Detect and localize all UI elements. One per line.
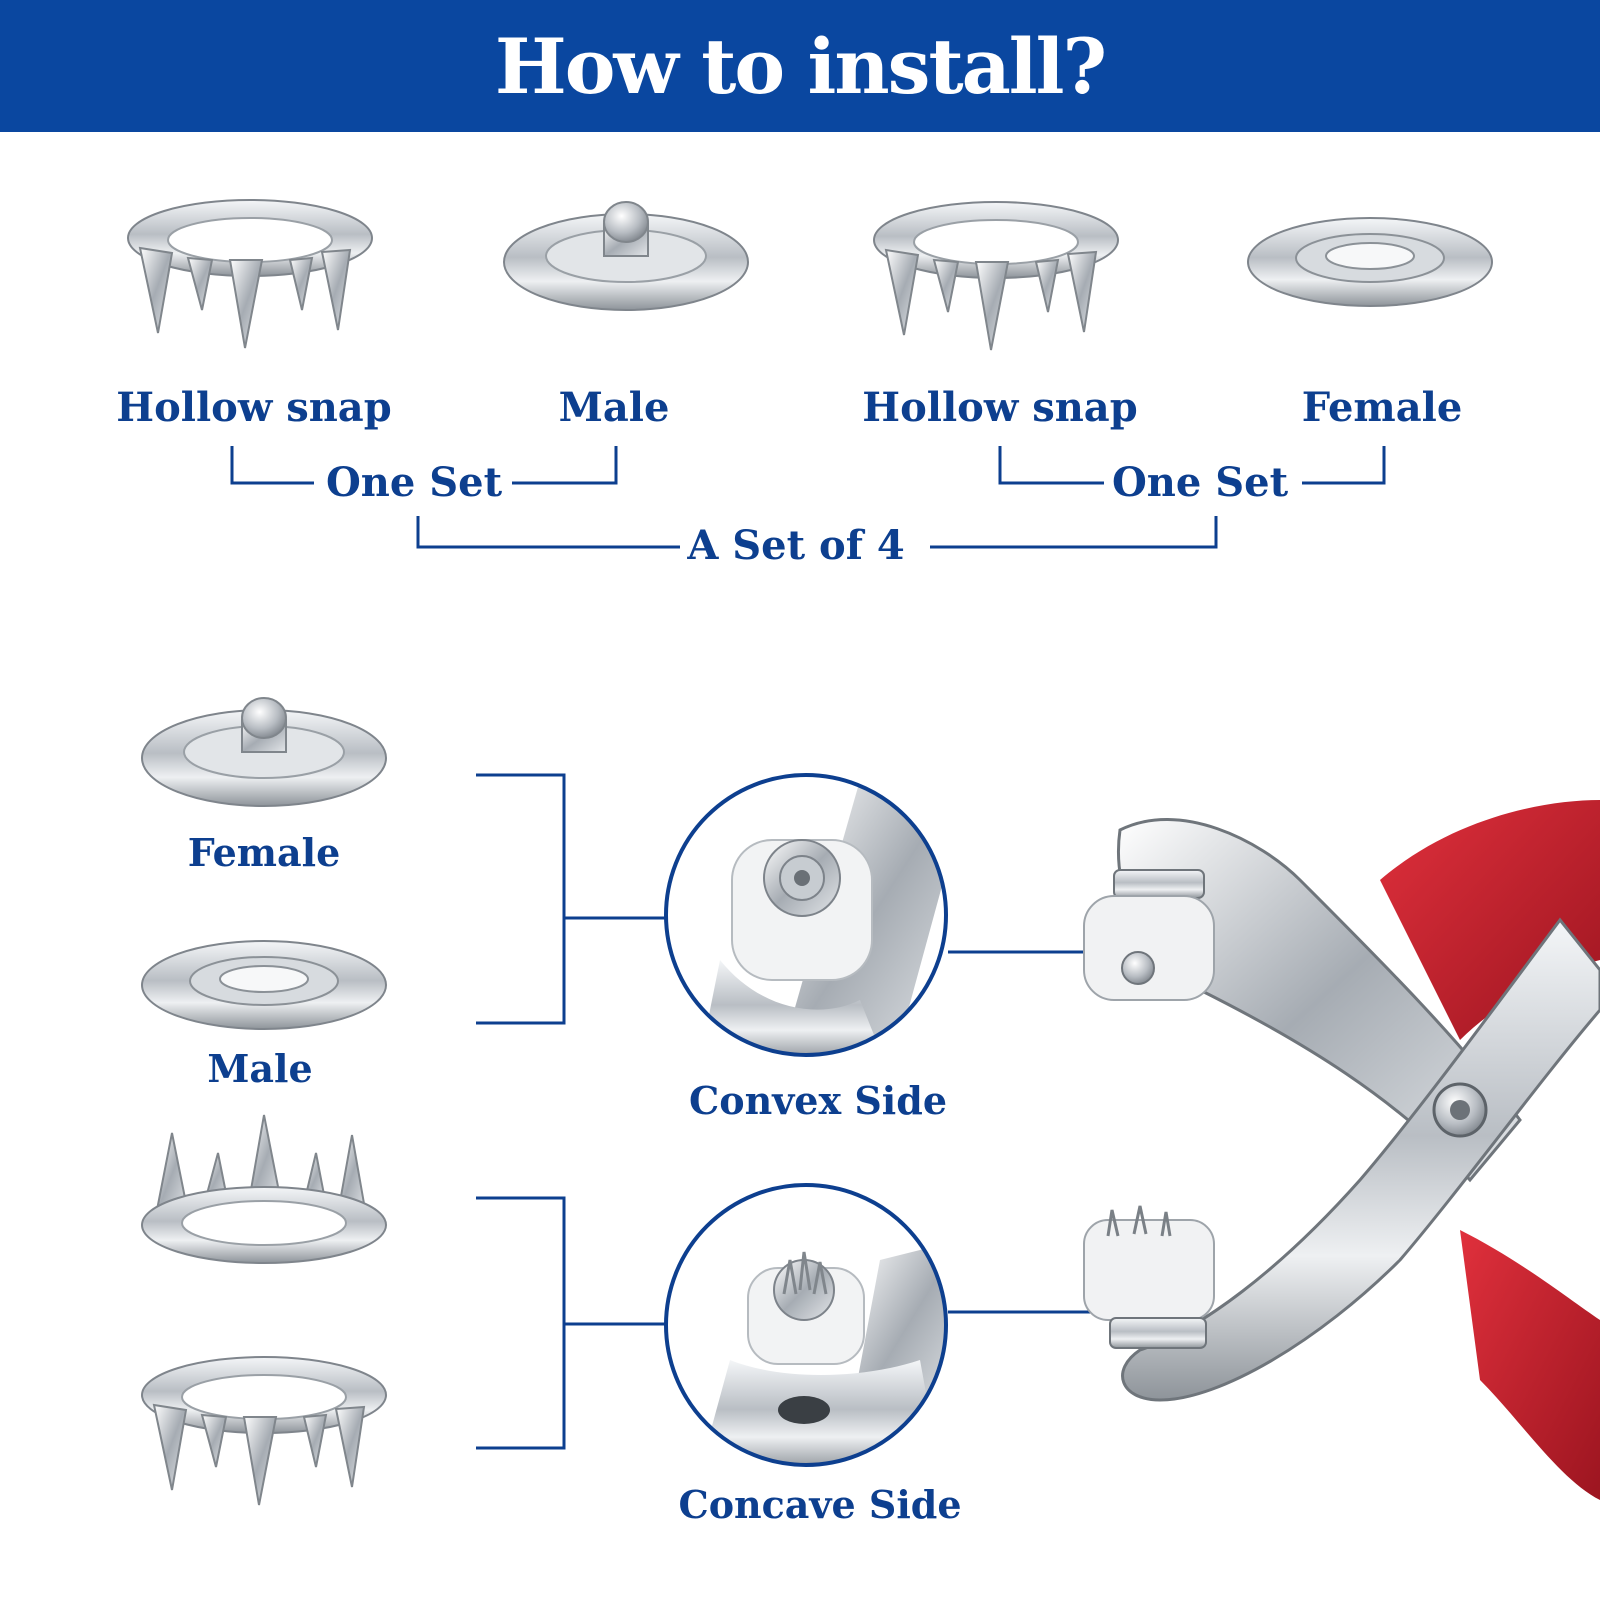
- label-convex-side: Convex Side: [689, 1078, 947, 1123]
- prong-ring-down-icon: [141, 1356, 387, 1506]
- label-concave-side: Concave Side: [678, 1482, 962, 1527]
- label-set-of-four: A Set of 4: [687, 522, 905, 569]
- concave-die-icon: [664, 1183, 948, 1467]
- label-one-set-2: One Set: [1111, 459, 1289, 506]
- label-female-left: Female: [187, 830, 341, 875]
- label-one-set-1: One Set: [325, 459, 503, 506]
- set-brackets: [230, 446, 1386, 549]
- label-female-top: Female: [1301, 384, 1463, 431]
- male-stud-icon: [141, 697, 387, 807]
- page-title: How to install?: [494, 21, 1107, 111]
- pair-brackets: [476, 773, 1106, 1450]
- label-hollow-snap-1: Hollow snap: [116, 384, 392, 431]
- male-snap-icon: [503, 201, 749, 311]
- convex-die-icon: [664, 773, 948, 1057]
- hollow-snap-icon: [127, 199, 373, 349]
- label-male-left: Male: [207, 1046, 313, 1091]
- female-ring-icon: [141, 940, 387, 1030]
- snap-pliers-icon: [1083, 800, 1600, 1500]
- label-hollow-snap-2: Hollow snap: [862, 384, 1138, 431]
- header-banner: How to install?: [0, 0, 1600, 132]
- label-male-top: Male: [558, 384, 670, 431]
- female-snap-icon: [1247, 217, 1493, 307]
- hollow-snap-icon: [873, 201, 1119, 351]
- prong-ring-up-icon: [141, 1114, 387, 1264]
